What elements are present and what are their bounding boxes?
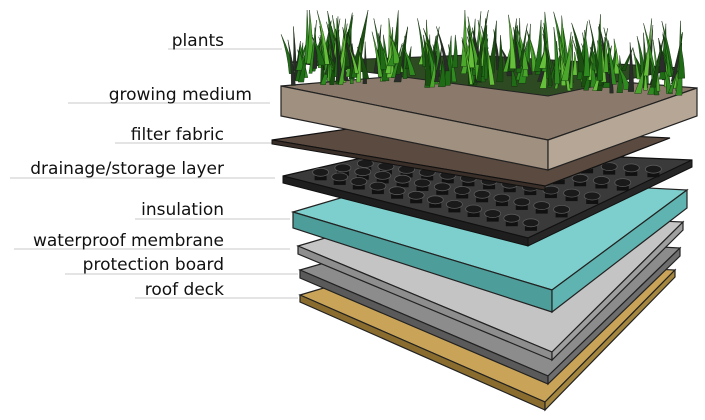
drainage-cup xyxy=(622,163,640,173)
grass-blade xyxy=(643,65,648,91)
grass-blade xyxy=(627,42,635,92)
drainage-cup xyxy=(583,191,601,201)
label-plants: plants xyxy=(171,31,224,51)
grass-blade xyxy=(583,30,591,77)
drainage-cup xyxy=(533,201,551,211)
grass-blade xyxy=(461,37,474,85)
drainage-cup xyxy=(354,167,372,177)
drainage-cup xyxy=(312,167,330,177)
drainage-cup xyxy=(407,190,425,200)
grass-blade xyxy=(347,42,360,74)
label-waterproof-membrane: waterproof membrane xyxy=(32,231,224,251)
drainage-cup xyxy=(493,193,511,203)
grass-blade xyxy=(355,38,362,83)
grass-blade xyxy=(583,51,595,91)
label-growing-medium: growing medium xyxy=(108,85,252,105)
grass-blade xyxy=(401,44,416,76)
grass-blade xyxy=(292,26,297,71)
label-protection-board: protection board xyxy=(82,255,224,275)
drainage-cup xyxy=(388,186,406,196)
grass-blade xyxy=(571,22,586,73)
grass-blade xyxy=(395,26,408,75)
drainage-cup xyxy=(571,173,589,183)
grass-blade xyxy=(542,33,553,86)
label-filter-fabric: filter fabric xyxy=(130,125,224,145)
grass-blade xyxy=(467,37,475,68)
grass-blade xyxy=(476,46,482,82)
grass-blade xyxy=(561,35,573,81)
grass-blade xyxy=(596,25,603,81)
grass-blade xyxy=(487,20,497,74)
drainage-cup xyxy=(334,163,352,173)
drainage-cup xyxy=(426,195,444,205)
grass-blade xyxy=(603,27,617,85)
grass-blade xyxy=(620,47,634,71)
drainage-cup xyxy=(465,204,483,214)
grass-blade xyxy=(437,60,446,87)
drainage-cup xyxy=(331,172,349,182)
grass-blade xyxy=(460,9,467,67)
drainage-cup xyxy=(413,178,431,188)
grass-blade xyxy=(377,33,387,70)
drainage-cup xyxy=(522,218,540,228)
grass-blade xyxy=(508,14,517,69)
drainage-cup xyxy=(473,189,491,199)
drainage-cup xyxy=(513,197,531,207)
grass-blade xyxy=(423,34,433,86)
drainage-cup xyxy=(350,177,368,186)
drainage-cup xyxy=(645,164,662,174)
drainage-cup xyxy=(369,181,387,191)
grass-blade xyxy=(448,44,457,83)
grass-blade xyxy=(667,70,678,94)
grass-blade xyxy=(571,52,578,76)
drainage-cup xyxy=(553,204,570,214)
grass-blade xyxy=(483,47,489,80)
drainage-cup xyxy=(394,174,412,184)
grass-blade xyxy=(603,36,609,73)
grass-blade xyxy=(650,36,664,88)
label-insulation: insulation xyxy=(141,200,224,220)
drainage-cup xyxy=(563,188,580,198)
drainage-cup xyxy=(593,176,610,185)
label-roof-deck: roof deck xyxy=(144,280,224,300)
grass-blade xyxy=(496,35,504,82)
grass-blade xyxy=(513,27,521,69)
grass-blade xyxy=(389,35,401,64)
grass-blade xyxy=(518,23,528,66)
grass-blade xyxy=(662,32,672,77)
grass-blade xyxy=(308,20,317,74)
drainage-cup xyxy=(614,178,632,188)
grass-blade xyxy=(316,10,330,65)
grass-blade xyxy=(476,9,489,65)
grass-blade xyxy=(677,40,686,79)
drainage-cup xyxy=(445,199,463,209)
grass-blade xyxy=(287,39,296,86)
layer-growing-medium xyxy=(280,69,698,171)
grass-blade xyxy=(451,34,458,68)
drainage-cup xyxy=(374,170,392,180)
label-drainage-storage-layer: drainage/storage layer xyxy=(30,159,224,179)
drainage-cup xyxy=(503,213,521,223)
grass-blade xyxy=(436,26,450,72)
drainage-cup xyxy=(484,209,502,219)
grass-blade xyxy=(569,44,574,89)
grass-blade xyxy=(357,46,370,79)
grass-blade xyxy=(616,55,623,93)
drainage-cup xyxy=(453,186,471,195)
grass-blade xyxy=(338,43,347,85)
grass-blade xyxy=(553,27,561,85)
drainage-cup xyxy=(600,162,618,172)
layer-plants xyxy=(280,9,686,97)
grass-blade xyxy=(433,43,443,82)
grass-blade xyxy=(538,41,548,69)
drainage-cup xyxy=(433,182,451,192)
